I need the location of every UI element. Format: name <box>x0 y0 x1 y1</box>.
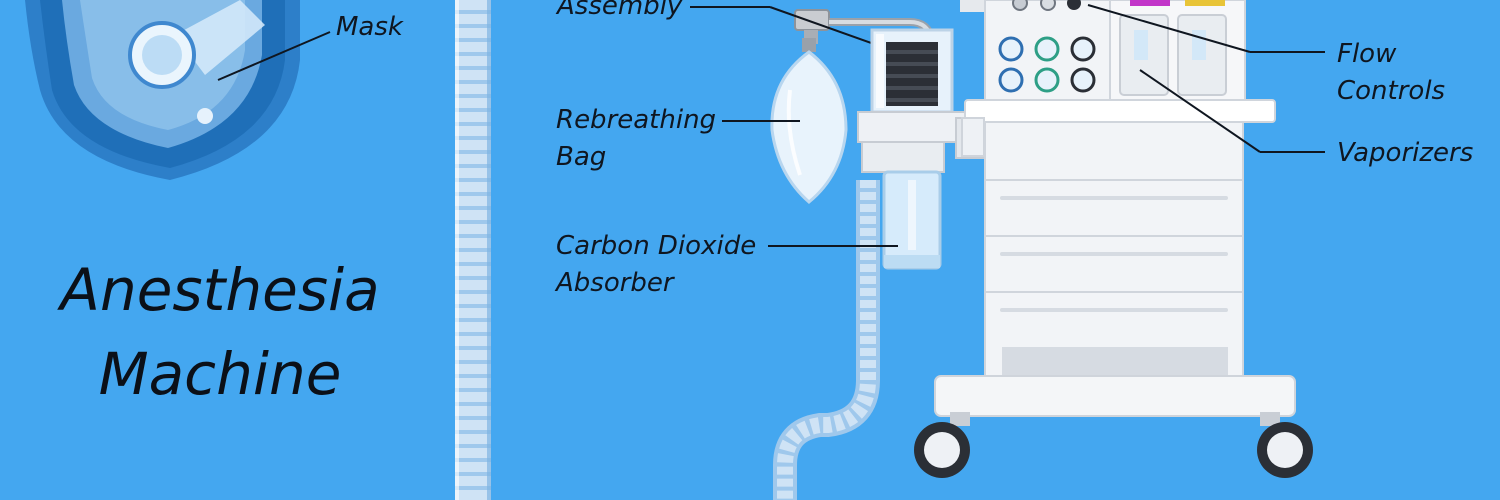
breathing-hose-lower <box>773 180 880 500</box>
diagram-title: Anesthesia Machine <box>10 248 430 416</box>
vaporizers-label: Vaporizers <box>1337 138 1474 168</box>
rebreathing-bag-label-line1: Rebreathing <box>556 105 717 135</box>
pressure-gauges <box>998 36 1096 93</box>
breathing-hose-vertical <box>455 0 491 500</box>
mask-leader-line <box>217 31 331 81</box>
flow-controls-label-line1: Flow <box>1337 39 1397 69</box>
flow-controls-label-line2: Controls <box>1337 76 1446 106</box>
assembly-label: Assembly <box>557 0 683 21</box>
rebreathing-bag-illustration <box>770 38 848 204</box>
co2-absorber-label-line1: Carbon Dioxide <box>556 231 757 261</box>
title-line-2: Machine <box>98 340 342 408</box>
flow-controls-leader-line <box>1087 4 1251 53</box>
wheel-right <box>1257 422 1313 478</box>
vaporizers-leader-line <box>1139 69 1261 153</box>
absorber-mount <box>857 111 987 270</box>
rebreathing-bag-label-line2: Bag <box>556 142 607 172</box>
mask-illustration <box>25 0 300 180</box>
co2-absorber-label-line2: Absorber <box>556 268 674 298</box>
machine-body <box>934 0 1296 426</box>
title-line-1: Anesthesia <box>60 256 380 324</box>
bellows-housing <box>870 28 954 114</box>
wheel-left <box>914 422 970 478</box>
mask-label: Mask <box>336 12 403 42</box>
